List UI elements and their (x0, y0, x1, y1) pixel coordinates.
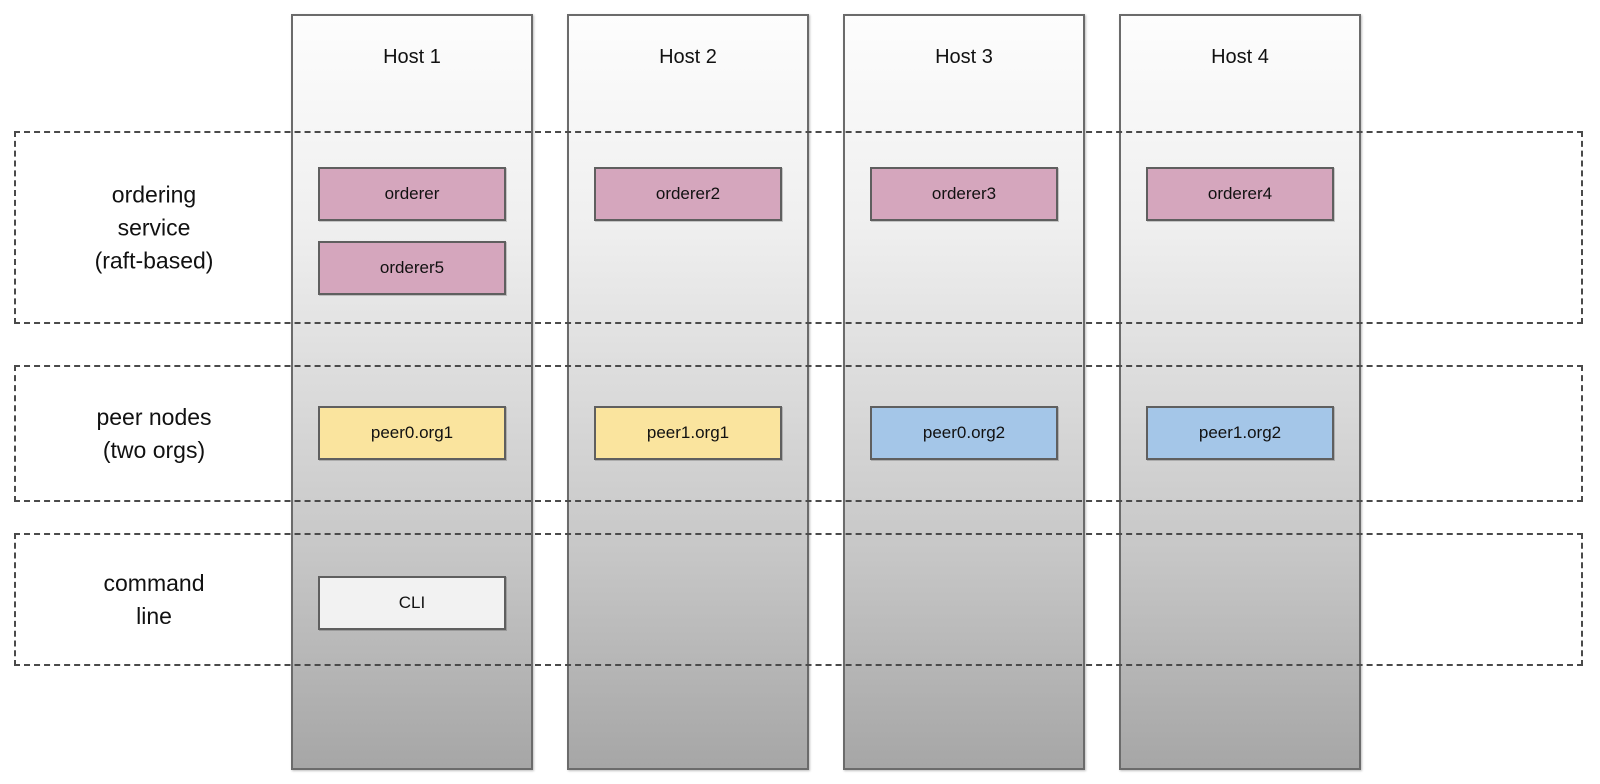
node-orderer2: orderer2 (594, 167, 782, 221)
host-3-label: Host 3 (935, 46, 993, 68)
node-cli: CLI (318, 576, 506, 630)
host-column-1: Host 1 orderer orderer5 peer0.org1 CLI (291, 14, 533, 770)
node-peer0-org1: peer0.org1 (318, 406, 506, 460)
band-command-line-label: command line (103, 569, 205, 629)
host-column-3: Host 3 orderer3 peer0.org2 (843, 14, 1085, 770)
host-1-label: Host 1 (383, 46, 441, 68)
node-orderer: orderer (318, 167, 506, 221)
host-4-label: Host 4 (1211, 46, 1269, 68)
host-column-4: Host 4 orderer4 peer1.org2 (1119, 14, 1361, 770)
band-ordering-service-label: ordering service (raft-based) (94, 181, 214, 273)
node-orderer3: orderer3 (870, 167, 1058, 221)
host-2-label: Host 2 (659, 46, 717, 68)
host-column-2: Host 2 orderer2 peer1.org1 (567, 14, 809, 770)
node-orderer5: orderer5 (318, 241, 506, 295)
node-peer0-org2: peer0.org2 (870, 406, 1058, 460)
node-peer1-org1: peer1.org1 (594, 406, 782, 460)
band-peer-nodes-label: peer nodes (two orgs) (96, 403, 212, 463)
node-peer1-org2: peer1.org2 (1146, 406, 1334, 460)
node-orderer4: orderer4 (1146, 167, 1334, 221)
